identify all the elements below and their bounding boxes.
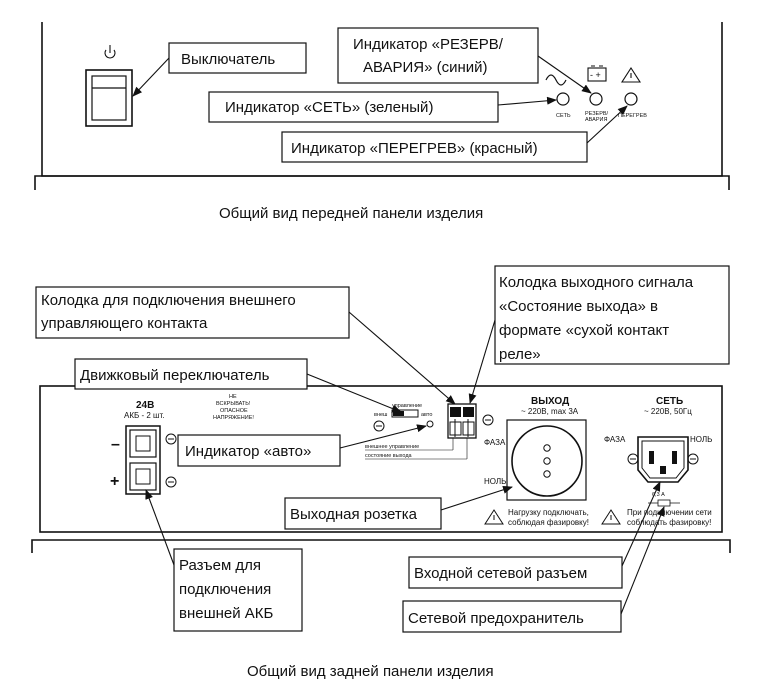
- callout-mains: Индикатор «СЕТЬ» (зеленый): [208, 91, 557, 123]
- warning-icon: [620, 66, 642, 83]
- mains-rating: ~ 220В, 50Гц: [644, 407, 692, 416]
- output-note-1: Нагрузку подключать,: [508, 508, 589, 517]
- battery-plus: +: [110, 473, 119, 490]
- rear-panel: 24В АКБ - 2 шт. – + НЕ ВСКРЫВАТЬ! ОПАСНО…: [31, 265, 731, 680]
- svg-text:Движковый переключатель: Движковый переключатель: [80, 367, 270, 384]
- auto-led: [426, 420, 434, 428]
- svg-text:Сетевой предохранитель: Сетевой предохранитель: [408, 610, 584, 627]
- control-ext: внеш: [374, 412, 388, 418]
- ac-sine-icon: [545, 74, 567, 86]
- svg-text:Индикатор «РЕЗЕРВ/: Индикатор «РЕЗЕРВ/: [353, 36, 504, 53]
- svg-text:подключения: подключения: [179, 581, 271, 598]
- output-title: ВЫХОД: [531, 396, 569, 407]
- led-label-reserve-2: АВАРИЯ: [585, 117, 607, 123]
- callout-mains-input: Входной сетевой разъем: [408, 481, 661, 589]
- battery-icon: - +: [587, 65, 607, 82]
- output-warning-icon: [484, 509, 504, 525]
- power-switch[interactable]: [85, 69, 133, 127]
- battery-screw-bottom: [165, 476, 177, 488]
- svg-text:«Состояние выхода» в: «Состояние выхода» в: [499, 298, 658, 315]
- mains-note-2: соблюдать фазировку!: [627, 518, 711, 527]
- rear-screw-left: [373, 420, 385, 432]
- led-mains: [556, 92, 570, 106]
- mains-title: СЕТЬ: [656, 396, 683, 407]
- svg-text:Колодка для подключения внешне: Колодка для подключения внешнего: [41, 292, 296, 309]
- fuse-symbol: [648, 499, 680, 507]
- svg-text:АВАРИЯ» (синий): АВАРИЯ» (синий): [363, 59, 488, 76]
- svg-text:управляющего контакта: управляющего контакта: [41, 315, 208, 332]
- battery-connector: [125, 425, 161, 495]
- callout-battery-connector: Разъем для подключения внешней АКБ: [145, 489, 303, 632]
- fuse-rating: 6,3 А: [652, 492, 665, 498]
- front-panel: - + СЕТЬ РЕЗЕРВ/ АВАРИЯ ПЕРЕГРЕВ Выключа…: [34, 22, 730, 222]
- mains-screw-right: [687, 453, 699, 465]
- control-auto: авто: [421, 412, 432, 418]
- callout-ext-contact: Колодка для подключения внешнего управля…: [35, 286, 456, 405]
- mains-screw-left: [627, 453, 639, 465]
- terminal-block[interactable]: [447, 403, 477, 439]
- mains-inlet: [637, 436, 689, 483]
- led-reserve: [589, 92, 603, 106]
- svg-text:Входной сетевой разъем: Входной сетевой разъем: [414, 565, 587, 582]
- battery-subtitle: АКБ - 2 шт.: [124, 411, 164, 420]
- output-rating: ~ 220В, max 3А: [521, 407, 579, 416]
- control-label: управление: [392, 403, 422, 409]
- battery-screw-top: [165, 433, 177, 445]
- led-label-mains: СЕТЬ: [556, 113, 571, 119]
- callout-reserve: Индикатор «РЕЗЕРВ/ АВАРИЯ» (синий): [337, 27, 592, 94]
- svg-text:внешней АКБ: внешней АКБ: [179, 605, 274, 622]
- svg-text:НАПРЯЖЕНИЕ!: НАПРЯЖЕНИЕ!: [213, 415, 254, 421]
- front-panel-caption: Общий вид передней панели изделия: [219, 205, 483, 222]
- callout-slide-switch: Движковый переключатель: [74, 358, 402, 413]
- output-neutral: НОЛЬ: [484, 477, 506, 486]
- svg-text:Индикатор «авто»: Индикатор «авто»: [185, 443, 311, 460]
- svg-text:формате «сухой контакт: формате «сухой контакт: [499, 322, 669, 339]
- callout-auto-indicator: Индикатор «авто»: [177, 424, 427, 467]
- svg-text:- +: - +: [590, 70, 601, 80]
- rear-screw-mid: [482, 414, 494, 426]
- callout-switch: Выключатель: [132, 42, 307, 97]
- warning-text: НЕ ВСКРЫВАТЬ! ОПАСНОЕ НАПРЯЖЕНИЕ!: [213, 394, 254, 421]
- power-icon: [104, 45, 116, 59]
- rear-panel-caption: Общий вид задней панели изделия: [247, 663, 494, 680]
- led-label-overheat: ПЕРЕГРЕВ: [618, 113, 647, 119]
- mains-warning-icon: [601, 509, 621, 525]
- svg-text:Выходная розетка: Выходная розетка: [290, 506, 418, 523]
- callout-overheat: Индикатор «ПЕРЕГРЕВ» (красный): [281, 105, 628, 163]
- battery-minus: –: [111, 436, 120, 453]
- callout-fuse: Сетевой предохранитель: [402, 506, 665, 633]
- control-output-state-label: состояние выхода: [365, 453, 413, 459]
- mains-neutral: НОЛЬ: [690, 435, 712, 444]
- mains-phase: ФАЗА: [604, 435, 626, 444]
- output-note-2: соблюдая фазировку!: [508, 518, 589, 527]
- mains-note-1: При подключении сети: [627, 508, 712, 517]
- callout-output-signal: Колодка выходного сигнала «Состояние вых…: [468, 265, 730, 404]
- battery-title: 24В: [136, 400, 154, 411]
- output-phase: ФАЗА: [484, 438, 506, 447]
- led-label-reserve-1: РЕЗЕРВ/: [585, 111, 609, 117]
- svg-text:НЕ: НЕ: [229, 394, 237, 400]
- svg-text:ОПАСНОЕ: ОПАСНОЕ: [220, 408, 248, 414]
- slide-switch[interactable]: [391, 409, 419, 418]
- svg-text:Выключатель: Выключатель: [181, 51, 275, 68]
- output-socket: [506, 419, 587, 501]
- svg-text:ВСКРЫВАТЬ!: ВСКРЫВАТЬ!: [216, 401, 251, 407]
- svg-text:Колодка выходного сигнала: Колодка выходного сигнала: [499, 274, 694, 291]
- callout-output-socket: Выходная розетка: [284, 485, 513, 530]
- led-overheat: [624, 92, 638, 106]
- svg-text:Разъем для: Разъем для: [179, 557, 261, 574]
- svg-text:Индикатор «СЕТЬ» (зеленый): Индикатор «СЕТЬ» (зеленый): [225, 99, 433, 116]
- control-ext-label: внешнее управление: [365, 444, 419, 450]
- svg-text:реле»: реле»: [499, 346, 541, 363]
- svg-text:Индикатор «ПЕРЕГРЕВ» (красный): Индикатор «ПЕРЕГРЕВ» (красный): [291, 140, 538, 157]
